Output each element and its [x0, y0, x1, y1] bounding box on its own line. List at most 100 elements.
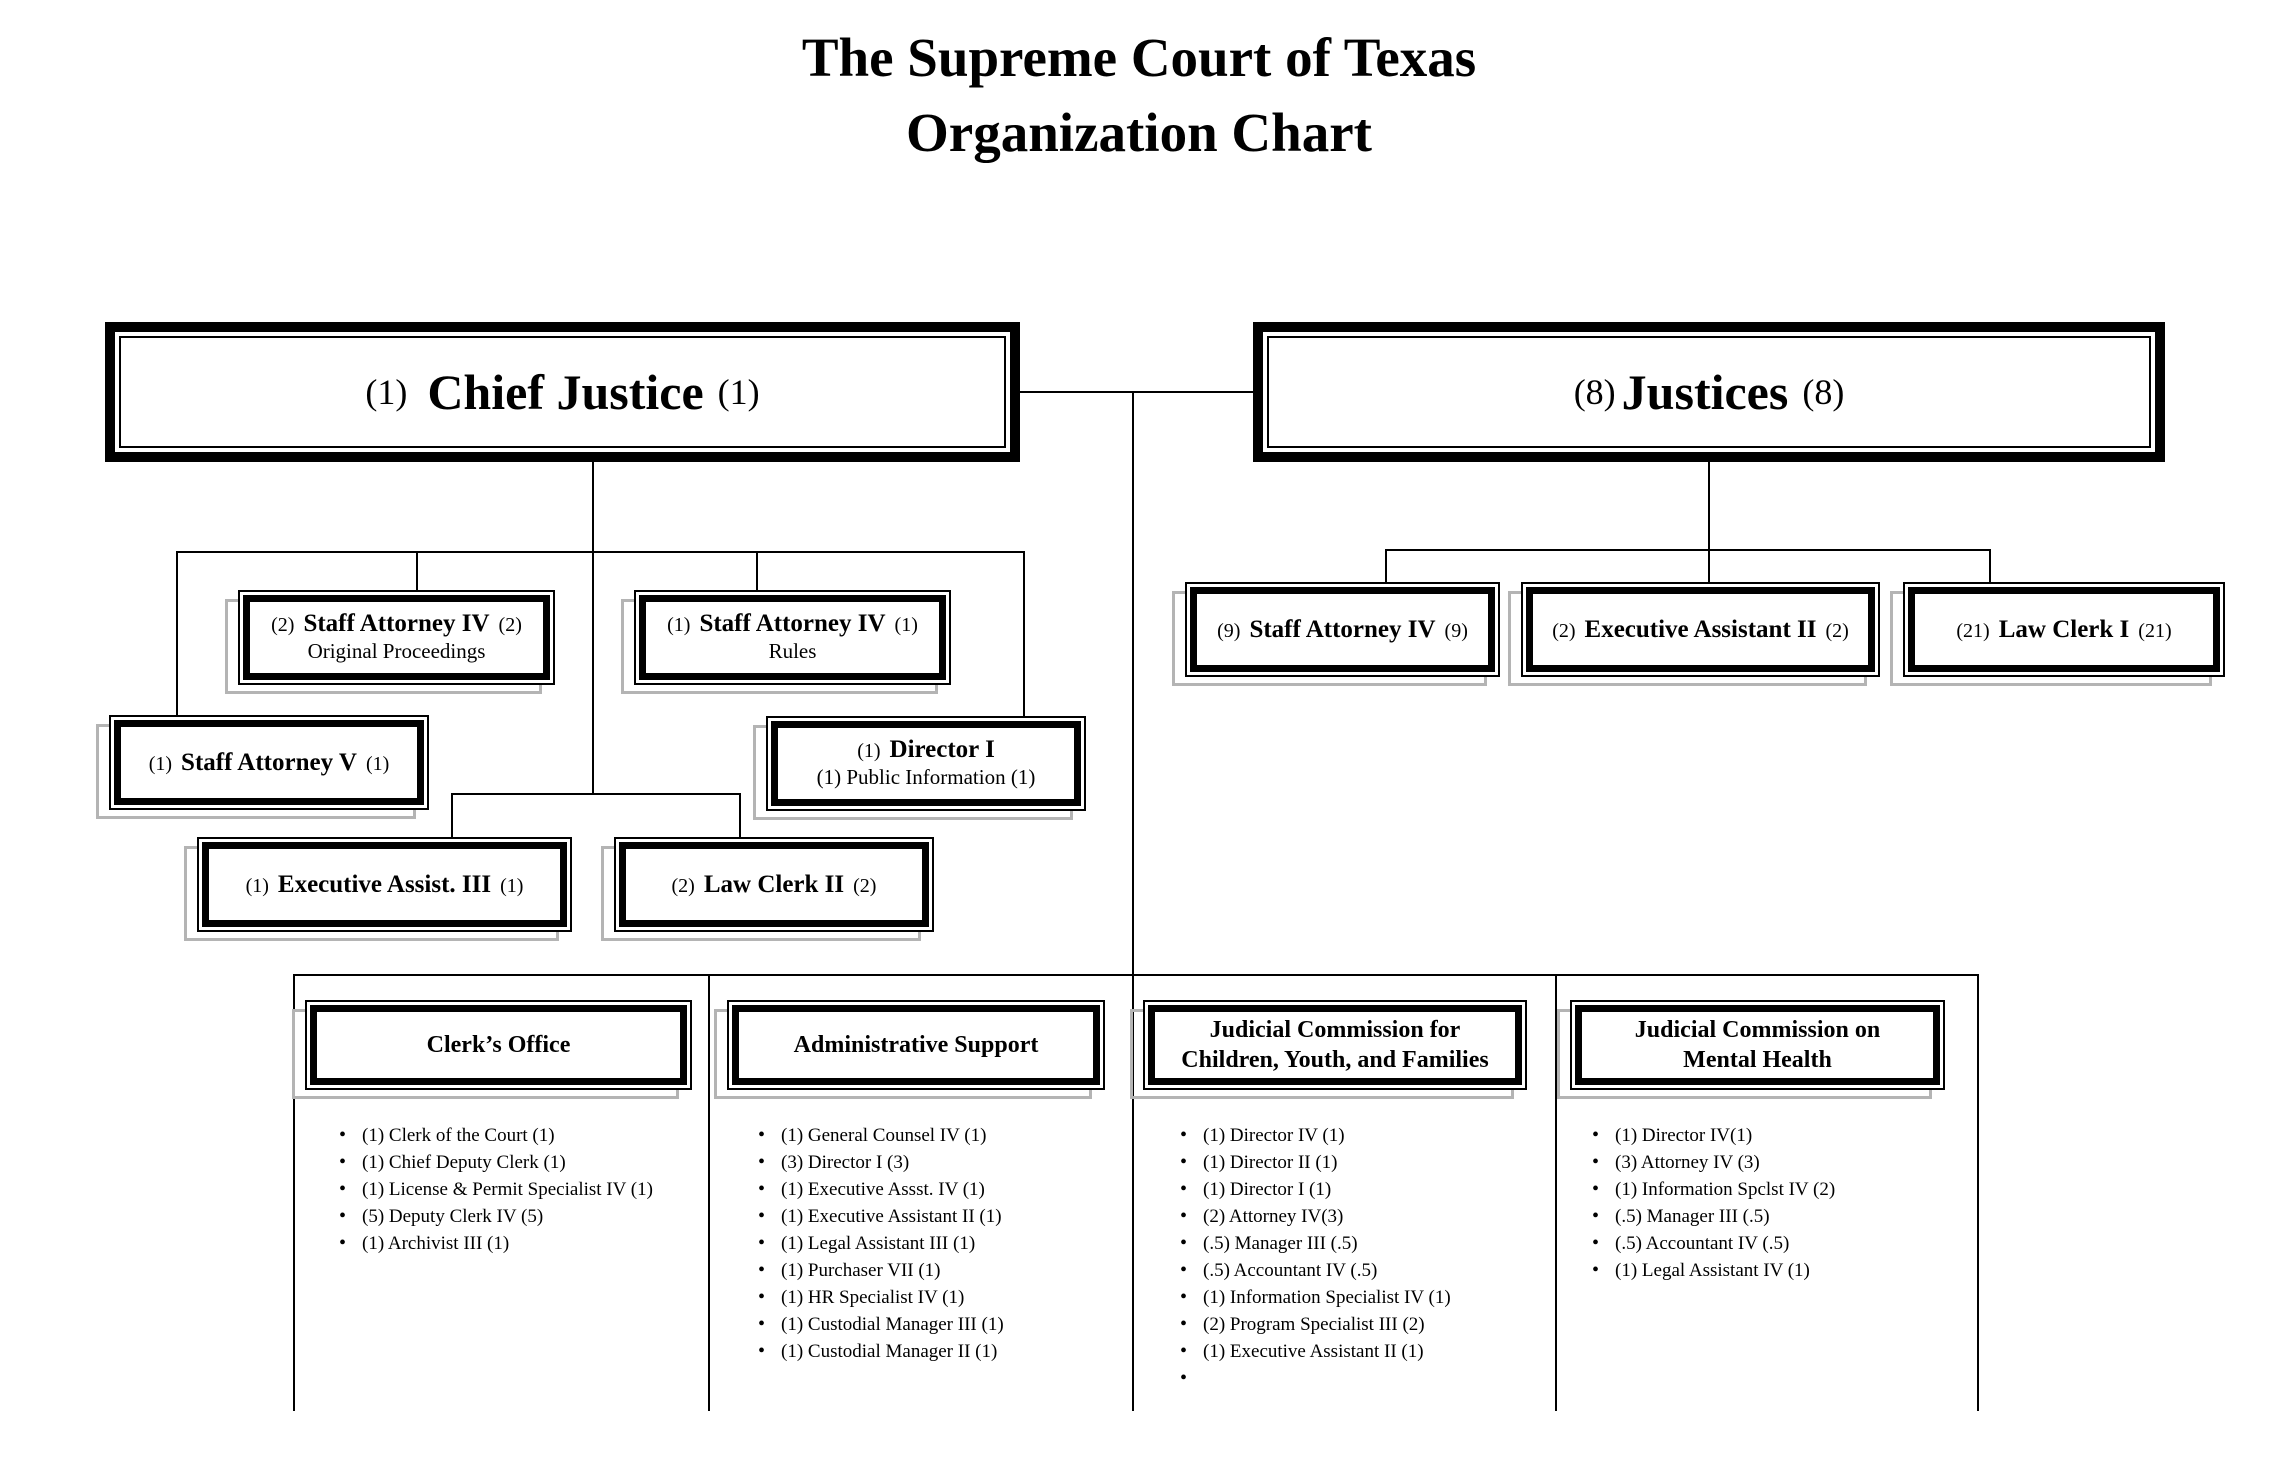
box-law-clerk-i: (21) Law Clerk I (21)	[1890, 582, 2225, 686]
connector-drop-staff-attorney-iv-9	[1385, 549, 1387, 584]
count-right: (2)	[1825, 619, 1849, 642]
justices-count-left: (8)	[1573, 372, 1616, 412]
panel-divider-2	[1132, 974, 1134, 1411]
count-left: (1)	[245, 874, 269, 897]
connector-justices-drop	[1708, 462, 1710, 551]
count-left: (1)	[857, 740, 881, 763]
count-right: (1)	[894, 614, 918, 637]
connector-drop-staff-attorney-v	[176, 551, 178, 717]
staff-list-item: (1) Chief Deputy Clerk (1)	[339, 1149, 653, 1176]
staff-list-item: (1) Executive Assistant II (1)	[1180, 1338, 1451, 1365]
department-header-mental-health: Judicial Commission on Mental Health	[1557, 1000, 1945, 1099]
box-executive-assistant-ii: (2) Executive Assistant II (2)	[1508, 582, 1880, 686]
staff-list-item: (3) Director I (3)	[758, 1149, 1004, 1176]
department-title: Judicial Commission for	[1209, 1017, 1461, 1043]
connector-drop-executive-assist-iii	[451, 793, 453, 839]
box-staff-attorney-v: (1) Staff Attorney V (1)	[96, 715, 429, 819]
staff-list-item: (1) Information Specialist IV (1)	[1180, 1284, 1451, 1311]
connector-cj-children-bar	[176, 551, 1025, 553]
box-chief-justice-inner: (1) Chief Justice (1)	[119, 336, 1006, 448]
box-label: Staff Attorney IV	[303, 610, 490, 638]
count-right: (1)	[365, 752, 390, 775]
justices-label: Justices	[1621, 364, 1789, 420]
staff-list-item: (1) Archivist III (1)	[339, 1230, 653, 1257]
staff-list-item	[1180, 1365, 1451, 1392]
staff-list-item: (.5) Accountant IV (.5)	[1180, 1257, 1451, 1284]
department-title: Clerk’s Office	[426, 1032, 571, 1058]
count-right: (2)	[498, 614, 522, 637]
staff-list-item: (2) Attorney IV(3)	[1180, 1203, 1451, 1230]
staff-list-item: (2) Program Specialist III (2)	[1180, 1311, 1451, 1338]
staff-list-item: (1) Director I (1)	[1180, 1176, 1451, 1203]
count-right: (9)	[1444, 619, 1468, 642]
staff-list-item: (1) Legal Assistant III (1)	[758, 1230, 1004, 1257]
connector-drop-law-clerk-i	[1989, 549, 1991, 584]
justices-count-right: (8)	[1802, 372, 1845, 412]
count-left: (2)	[671, 874, 695, 897]
connector-drop-executive-assistant-ii	[1708, 549, 1710, 584]
box-subtitle: (1) Public Information (1)	[816, 765, 1036, 790]
box-label: Staff Attorney V	[181, 748, 357, 776]
box-chief-justice: (1) Chief Justice (1)	[105, 322, 1020, 462]
box-label: Executive Assistant II	[1584, 615, 1817, 643]
page-title-line2: Organization Chart	[906, 102, 1372, 163]
staff-list-item: (.5) Manager III (.5)	[1592, 1203, 1835, 1230]
box-director-i: (1) Director I (1) Public Information (1…	[753, 716, 1086, 820]
staff-list-clerks-office: (1) Clerk of the Court (1)(1) Chief Depu…	[339, 1122, 653, 1257]
connector-top-boxes	[1020, 391, 1253, 393]
staff-list-item: (1) Custodial Manager III (1)	[758, 1311, 1004, 1338]
connector-cj-middle-drop	[592, 551, 594, 795]
staff-list-children-youth-families: (1) Director IV (1)(1) Director II (1)(1…	[1180, 1122, 1451, 1392]
staff-list-item: (5) Deputy Clerk IV (5)	[339, 1203, 653, 1230]
department-header-clerks-office: Clerk’s Office	[292, 1000, 692, 1099]
box-label: Executive Assist. III	[277, 870, 492, 898]
staff-list-item: (1) Director IV (1)	[1180, 1122, 1451, 1149]
connector-justices-children-bar	[1386, 549, 1991, 551]
box-law-clerk-ii: (2) Law Clerk II (2)	[601, 837, 934, 941]
box-staff-attorney-iv-rules: (1) Staff Attorney IV (1) Rules	[621, 590, 951, 694]
staff-list-item: (1) Information Spclst IV (2)	[1592, 1176, 1835, 1203]
box-staff-attorney-iv-original: (2) Staff Attorney IV (2) Original Proce…	[225, 590, 555, 694]
staff-list-item: (1) General Counsel IV (1)	[758, 1122, 1004, 1149]
connector-drop-staff-attorney-iv-original	[416, 551, 418, 592]
count-left: (2)	[271, 614, 295, 637]
box-label: Director I	[889, 736, 995, 764]
staff-list-item: (.5) Accountant IV (.5)	[1592, 1230, 1835, 1257]
connector-drop-director-i	[1023, 551, 1025, 718]
staff-list-item: (3) Attorney IV (3)	[1592, 1149, 1835, 1176]
box-justices: (8) Justices (8)	[1253, 322, 2165, 462]
department-header-administrative-support: Administrative Support	[714, 1000, 1105, 1099]
count-left: (21)	[1956, 619, 1990, 642]
staff-list-item: (1) License & Permit Specialist IV (1)	[339, 1176, 653, 1203]
box-subtitle: Original Proceedings	[307, 639, 486, 664]
department-title: Administrative Support	[793, 1032, 1039, 1058]
connector-chief-justice-drop	[592, 462, 594, 552]
staff-list-item: (1) Director IV(1)	[1592, 1122, 1835, 1149]
connector-cj-lower-bar	[451, 793, 741, 795]
staff-list-item: (1) HR Specialist IV (1)	[758, 1284, 1004, 1311]
count-right: (1)	[500, 874, 524, 897]
box-label: Law Clerk I	[1998, 615, 2130, 643]
staff-list-item: (1) Clerk of the Court (1)	[339, 1122, 653, 1149]
staff-list-item: (1) Executive Assistant II (1)	[758, 1203, 1004, 1230]
count-left: (9)	[1217, 619, 1241, 642]
connector-court-to-departments	[1132, 391, 1134, 976]
count-right: (2)	[853, 874, 877, 897]
staff-list-administrative-support: (1) General Counsel IV (1)(3) Director I…	[758, 1122, 1004, 1365]
department-title-line2: Mental Health	[1683, 1047, 1832, 1073]
staff-list-item: (1) Director II (1)	[1180, 1149, 1451, 1176]
staff-list-item: (1) Legal Assistant IV (1)	[1592, 1257, 1835, 1284]
department-title: Judicial Commission on	[1634, 1017, 1881, 1043]
staff-list-item: (.5) Manager III (.5)	[1180, 1230, 1451, 1257]
box-staff-attorney-iv-justices: (9) Staff Attorney IV (9)	[1172, 582, 1500, 686]
panel-divider-3	[1555, 974, 1557, 1411]
chief-justice-count-left: (1)	[365, 372, 408, 412]
count-left: (2)	[1552, 619, 1576, 642]
department-title-line2: Children, Youth, and Families	[1181, 1047, 1489, 1073]
page-title-line1: The Supreme Court of Texas	[801, 27, 1477, 88]
department-header-children-youth-families: Judicial Commission for Children, Youth,…	[1130, 1000, 1527, 1099]
page-title: The Supreme Court of Texas Organization …	[0, 20, 2278, 170]
staff-list-item: (1) Purchaser VII (1)	[758, 1257, 1004, 1284]
box-label: Staff Attorney IV	[1249, 615, 1436, 643]
